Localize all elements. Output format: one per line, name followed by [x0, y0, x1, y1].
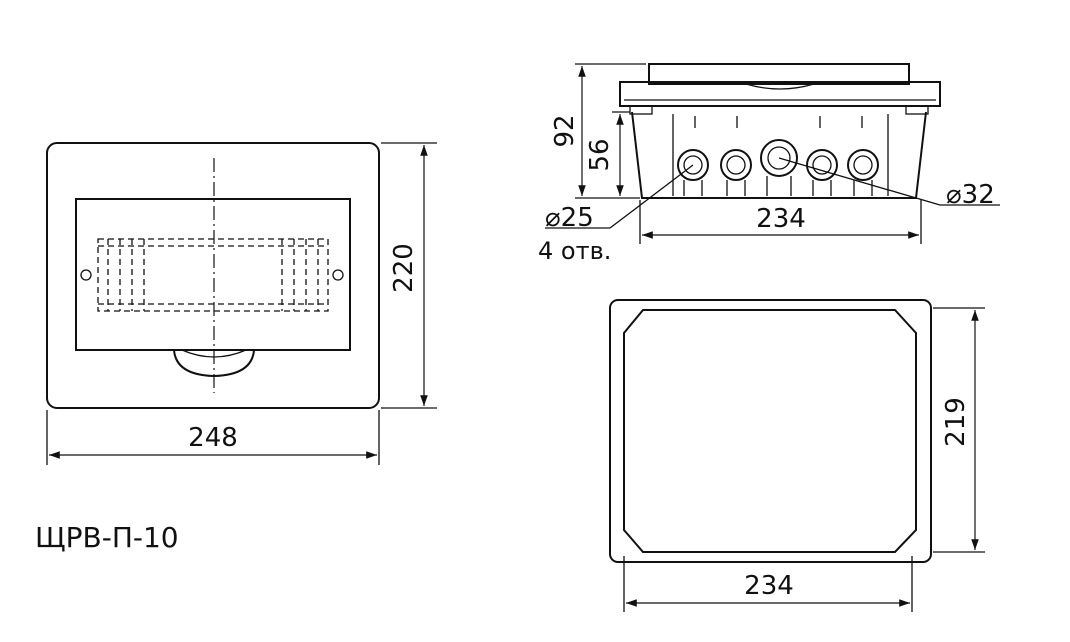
right-screw-icon [332, 269, 344, 281]
small-hole-label: ⌀25 [545, 203, 594, 233]
total-depth-label: 92 [550, 114, 580, 147]
din-modules-dashed [97, 238, 329, 312]
back-view: 219 234 [609, 299, 985, 612]
model-title: ЩРВ-П-10 [35, 521, 179, 554]
side-width-label: 234 [756, 204, 806, 234]
knockout-holes [677, 139, 879, 196]
back-height-label: 219 [941, 397, 971, 447]
side-frame [619, 81, 941, 107]
front-height-label: 220 [389, 243, 419, 293]
small-hole-leader [609, 164, 694, 229]
front-width-label: 248 [188, 423, 238, 453]
left-screw-icon [80, 269, 92, 281]
large-hole-label: ⌀32 [946, 180, 995, 210]
back-inner-body [623, 309, 917, 553]
back-outer-frame [609, 299, 932, 563]
front-window [75, 198, 351, 351]
large-hole-leader [778, 157, 941, 206]
front-outer-frame [46, 142, 380, 409]
side-lid-top [648, 63, 910, 85]
front-view: 248 220 [46, 142, 437, 465]
body-depth-label: 56 [585, 138, 615, 171]
side-body [631, 111, 927, 199]
back-width-label: 234 [744, 571, 794, 601]
side-view: 92 56 234 ⌀32 ⌀25 4 отв. [538, 63, 1000, 265]
small-hole-count-label: 4 отв. [538, 237, 611, 265]
